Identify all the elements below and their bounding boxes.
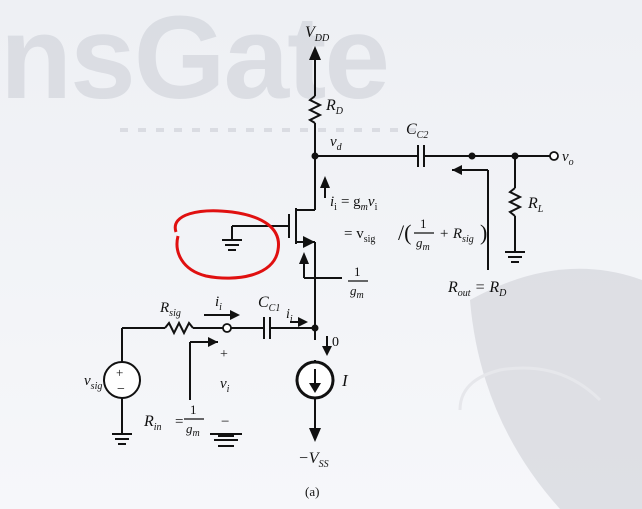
svg-text:=: = — [175, 414, 183, 430]
svg-text:−: − — [221, 414, 229, 430]
svg-text:vd: vd — [330, 134, 343, 153]
svg-text:= vsig: = vsig — [344, 226, 375, 245]
svg-text:1: 1 — [354, 264, 361, 279]
svg-text:ii: ii — [286, 307, 293, 325]
svg-text:1: 1 — [420, 216, 427, 231]
gm-pointer-arrow — [299, 252, 309, 264]
svg-text:CC2: CC2 — [406, 121, 428, 141]
vo-terminal — [549, 151, 559, 161]
red-annotation — [173, 209, 280, 280]
svg-text:RD: RD — [325, 97, 344, 117]
svg-text:VDD: VDD — [305, 24, 330, 44]
vi-terminal — [222, 323, 232, 333]
rout-arrow — [452, 165, 462, 175]
svg-text:): ) — [480, 220, 487, 245]
zero-current-arrow — [322, 346, 332, 356]
svg-text:1: 1 — [190, 402, 197, 417]
svg-text:vo: vo — [562, 149, 574, 168]
svg-text:vi: vi — [220, 376, 230, 395]
svg-text:ii= gmvi: ii= gmvi — [330, 194, 378, 213]
svg-text:/(: /( — [398, 220, 411, 245]
rsig-resistor — [164, 320, 194, 336]
svg-text:0: 0 — [332, 335, 339, 350]
ii-cap-arrow — [298, 317, 308, 327]
vsig-minus: − — [117, 382, 125, 397]
svg-text:Rout= RD: Rout= RD — [447, 279, 507, 299]
ii-input-arrow — [230, 310, 240, 320]
rd-resistor — [307, 95, 323, 124]
svg-text:vsig: vsig — [84, 373, 102, 392]
svg-text:gm: gm — [416, 235, 430, 253]
svg-text:+ Rsig: + Rsig — [439, 226, 474, 245]
mosfet-source-arrow — [303, 236, 315, 248]
svg-text:(a): (a) — [305, 484, 319, 499]
svg-text:−VSS: −VSS — [298, 450, 329, 470]
svg-text:Rin: Rin — [143, 413, 162, 433]
svg-text:Rsig: Rsig — [159, 300, 181, 319]
rin-arrow — [208, 337, 218, 347]
svg-text:CC1: CC1 — [258, 294, 280, 314]
vdd-arrow — [309, 46, 321, 60]
labels: VDD RD vd CC2 vo RL ii= gmvi = vsig /( 1… — [84, 24, 574, 499]
svg-text:RL: RL — [527, 195, 544, 215]
wires — [112, 56, 550, 447]
svg-text:gm: gm — [350, 283, 364, 301]
arrowheads — [208, 46, 519, 442]
ii-drain-arrow — [320, 176, 330, 188]
svg-text:+: + — [220, 347, 228, 362]
rl-resistor — [507, 187, 523, 217]
vsig-plus: + — [116, 365, 123, 380]
svg-text:I: I — [341, 371, 349, 390]
watermark-text: nsGate — [0, 0, 390, 124]
svg-text:ii: ii — [215, 294, 222, 313]
svg-text:gm: gm — [186, 421, 200, 439]
vsig-source — [103, 361, 141, 399]
vss-arrow — [309, 428, 321, 442]
